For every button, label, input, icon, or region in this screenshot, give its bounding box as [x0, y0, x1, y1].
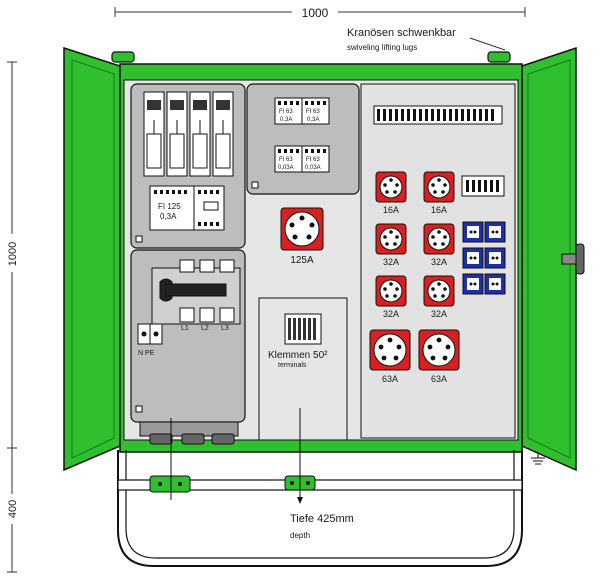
socket-32a-2-label: 32A: [431, 257, 447, 267]
socket-16a-left-label: 16A: [383, 205, 399, 215]
socket-32a-4[interactable]: [423, 275, 455, 307]
fi-63-d-line2: 0,03A: [305, 165, 321, 171]
terminals-title: Klemmen 50²: [268, 350, 328, 361]
left-clamp: [149, 475, 191, 493]
socket-63a-left-label: 63A: [382, 374, 398, 384]
right-lifting-lug: [487, 51, 511, 63]
fi-125-label-line1: FI 125: [158, 202, 181, 211]
lugs-subtitle: swiveling lifting lugs: [347, 43, 417, 52]
fi-63-b-line2: 0,3A: [307, 117, 319, 123]
n-pe-terminals: [137, 323, 163, 345]
left-lifting-lug: [111, 51, 135, 63]
fi-63-a-line1: FI 63: [279, 109, 293, 115]
fuse-holders: [143, 91, 234, 177]
schuko-sockets[interactable]: [462, 221, 506, 295]
socket-125a-label: 125A: [290, 255, 314, 266]
socket-63a-right-label: 63A: [431, 374, 447, 384]
small-mcb-block: [461, 175, 505, 197]
socket-16a-left[interactable]: [375, 171, 407, 203]
fi-63-breakers-bottom: [274, 145, 330, 173]
lugs-title: Kranösen schwenkbar: [347, 27, 456, 39]
socket-63a-left[interactable]: [369, 329, 411, 371]
ground-symbol: [531, 452, 545, 465]
socket-32a-3-label: 32A: [383, 309, 399, 319]
fi-63-breakers-top: [274, 97, 330, 125]
socket-63a-right[interactable]: [418, 329, 460, 371]
main-switch-screw: [135, 405, 143, 413]
width-dimension-label: 1000: [302, 6, 329, 20]
phase-label-l3: L3: [221, 325, 229, 332]
fi-63-a-line2: 0,3A: [280, 117, 292, 123]
socket-125a[interactable]: [280, 207, 324, 251]
depth-title: Tiefe 425mm: [290, 513, 354, 525]
terminals-subtitle: terminals: [278, 362, 307, 369]
socket-32a-3[interactable]: [375, 275, 407, 307]
n-pe-label: N PE: [138, 350, 155, 357]
door-handle[interactable]: [561, 243, 585, 275]
fi-63-module-screw: [251, 181, 259, 189]
fi-63-b-line1: FI 63: [306, 109, 320, 115]
frame-height-label: 400: [7, 500, 19, 518]
fi-125-breaker: [149, 185, 225, 231]
fi-125-label-line2: 0,3A: [160, 212, 177, 221]
phase-label-l1: L1: [181, 325, 189, 332]
base-crossbar: [117, 479, 523, 491]
socket-32a-2[interactable]: [423, 223, 455, 255]
socket-16a-right[interactable]: [423, 171, 455, 203]
socket-16a-right-label: 16A: [431, 205, 447, 215]
socket-32a-1-label: 32A: [383, 257, 399, 267]
height-dimension-label: 1000: [7, 242, 19, 266]
depth-subtitle: depth: [290, 531, 310, 540]
phase-label-l2: L2: [201, 325, 209, 332]
lugs-pointer: [469, 37, 506, 51]
fi-63-c-line1: FI 63: [279, 157, 293, 163]
fuse-module-screw: [135, 235, 143, 243]
base-frame: [117, 450, 523, 567]
main-switch[interactable]: [151, 259, 241, 325]
fi-63-c-line2: 0,03A: [278, 165, 294, 171]
mcb-strip: [373, 105, 503, 125]
fi-63-d-line1: FI 63: [306, 157, 320, 163]
terminal-block: [284, 313, 322, 345]
socket-32a-4-label: 32A: [431, 309, 447, 319]
cable-glands: [139, 421, 239, 445]
socket-32a-1[interactable]: [375, 223, 407, 255]
